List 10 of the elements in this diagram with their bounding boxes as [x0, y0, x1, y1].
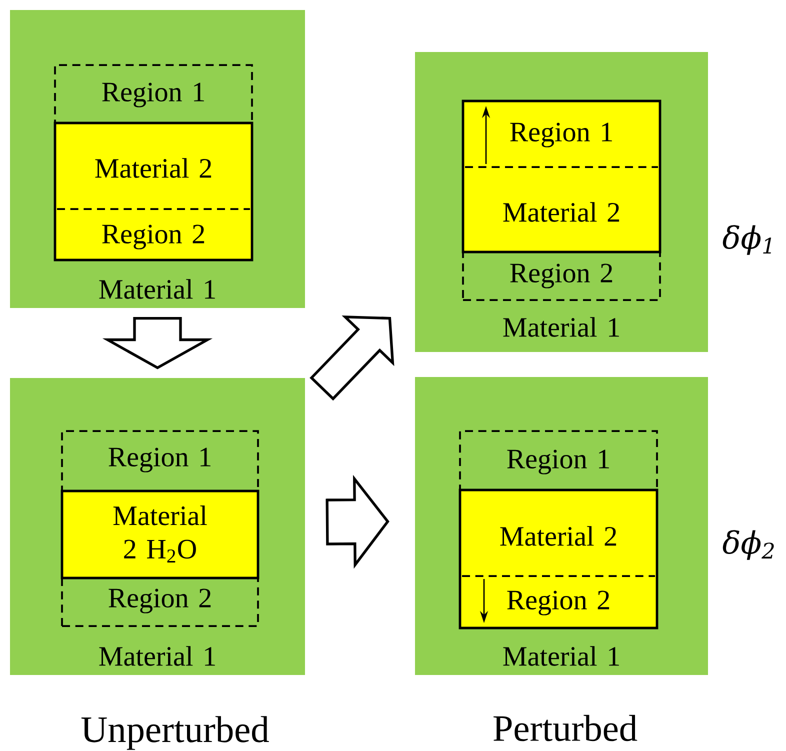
symbol-label: δϕ$_{1}$: [722, 225, 772, 255]
region-band: Region 1: [465, 122, 658, 168]
block-arrow: [102, 316, 213, 370]
block-arrow: [326, 474, 390, 569]
caption-label: Perturbed: [494, 714, 638, 742]
material-box: Material 2 H$_{2}$O: [60, 490, 260, 580]
region-band: Region 2: [57, 208, 250, 250]
region-band: Region 2: [462, 575, 655, 616]
caption-label: Unperturbed: [81, 716, 269, 750]
symbol-label: δϕ$_{2}$: [722, 530, 774, 560]
